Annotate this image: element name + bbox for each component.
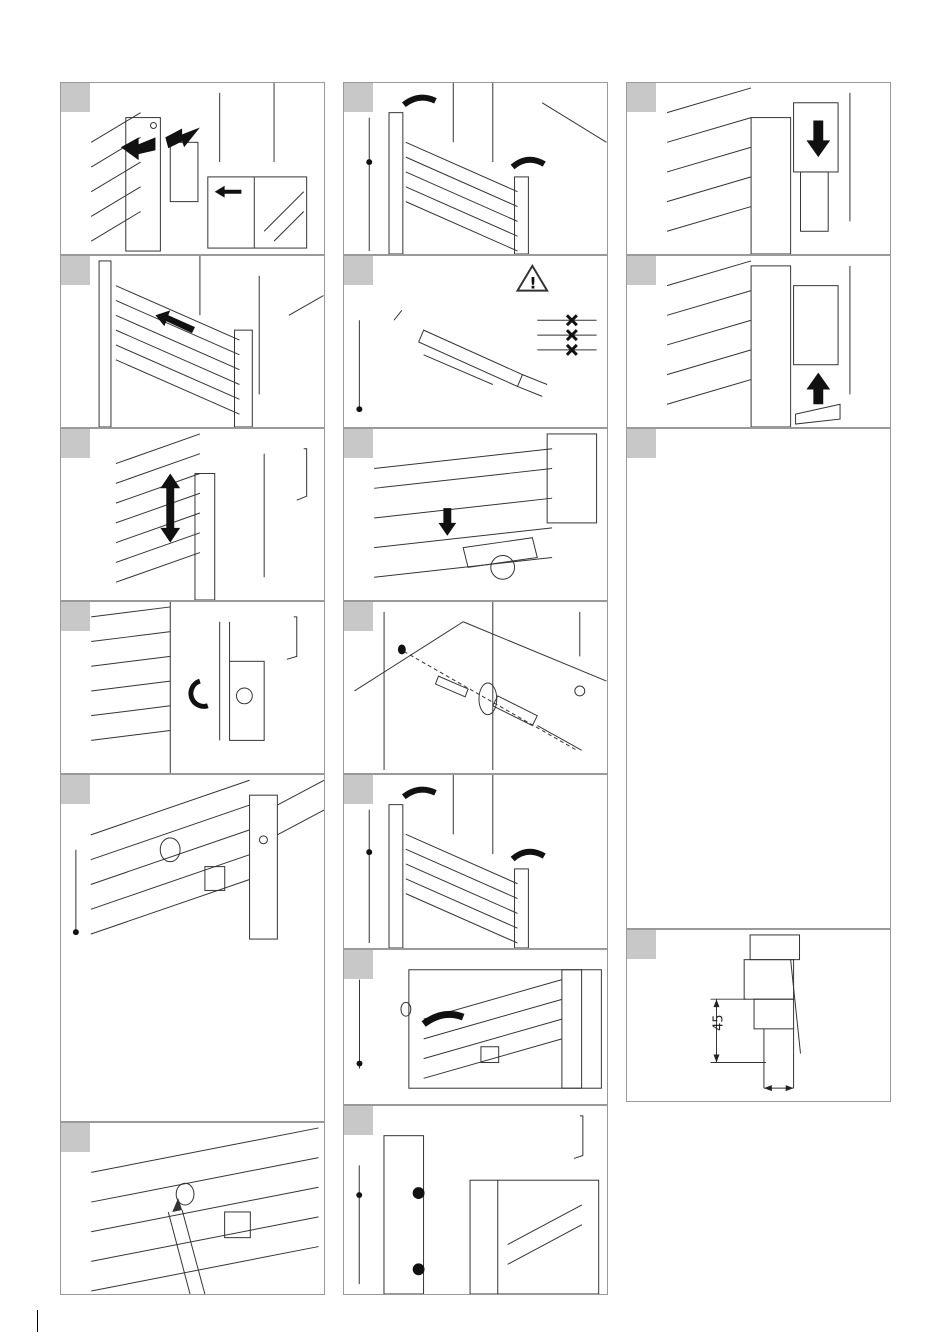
- illustration-lift-radiator: [344, 83, 607, 254]
- step-panel-b6: [343, 949, 608, 1105]
- step-panel-b7: [343, 1105, 608, 1295]
- step-panel-a4: [60, 601, 325, 774]
- step-panel-a2: [60, 255, 325, 428]
- illustration-cover-up: [627, 256, 890, 427]
- svg-text:!: !: [529, 274, 536, 293]
- illustration-drill-warning: !: [344, 256, 607, 427]
- step-panel-b5: [343, 774, 608, 949]
- illustration-hex-key-fix: [344, 1106, 607, 1294]
- step-panel-b3: [343, 428, 608, 601]
- step-panel-b4: [343, 601, 608, 774]
- illustration-pencil-mark: [61, 1123, 324, 1294]
- step-panel-a1: [60, 82, 325, 255]
- illustration-insert-bracket: [344, 950, 607, 1104]
- illustration-pipe-connection: [344, 429, 607, 600]
- illustration-cover-down: [627, 83, 890, 254]
- illustration-height-adjust: [61, 429, 324, 600]
- step-panel-a5: [60, 774, 325, 1122]
- dimension-label: 45: [711, 1014, 726, 1030]
- step-panel-b2: !: [343, 255, 608, 428]
- page-edge-mark: [37, 1310, 38, 1332]
- step-panel-c4: 45: [626, 929, 891, 1102]
- step-panel-a3: [60, 428, 325, 601]
- illustration-radiator-slide: [61, 256, 324, 427]
- step-badge: [627, 429, 656, 458]
- illustration-dimension-drawing: 45: [627, 930, 890, 1101]
- illustration-hang-radiator: [344, 775, 607, 948]
- step-panel-b1: [343, 82, 608, 255]
- step-panel-c3: [626, 428, 891, 929]
- step-panel-c2: [626, 255, 891, 428]
- illustration-wall-rosette: [61, 775, 324, 1121]
- step-panel-a6: [60, 1122, 325, 1295]
- step-panel-c1: [626, 82, 891, 255]
- illustration-dowel-screw: [344, 602, 607, 773]
- illustration-clamp-shift: [61, 83, 324, 254]
- illustration-clamp-tighten: [61, 602, 324, 773]
